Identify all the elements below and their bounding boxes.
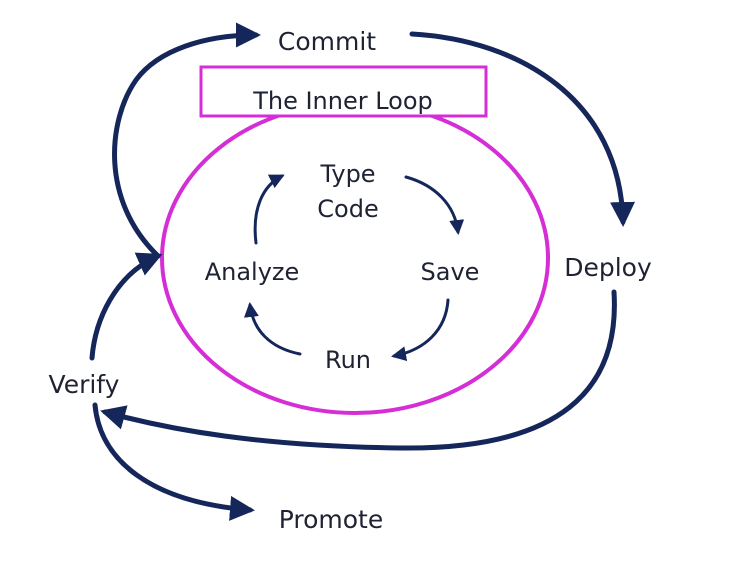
- arrow-typecode-to-save: [404, 175, 465, 235]
- label-commit: Commit: [278, 27, 376, 56]
- label-promote: Promote: [279, 505, 384, 534]
- title-box: [199, 65, 488, 118]
- label-analyze: Analyze: [205, 258, 300, 286]
- label-run: Run: [325, 346, 371, 374]
- arrow-run-to-analyze: [243, 302, 302, 356]
- diagram-title: The Inner Loop: [252, 87, 433, 115]
- label-verify: Verify: [49, 370, 120, 399]
- label-type-code-line2: Code: [317, 195, 378, 223]
- arrow-verify-to-promote: [92, 402, 255, 521]
- arrow-verify-to-inner: [89, 252, 163, 361]
- arrow-inner-to-commit: [112, 22, 261, 259]
- label-deploy: Deploy: [564, 253, 652, 282]
- arrow-save-to-run: [391, 298, 450, 362]
- label-save: Save: [421, 258, 480, 286]
- arrow-deploy-to-verify: [100, 289, 617, 451]
- arrow-analyze-to-typecode: [253, 174, 285, 245]
- label-type-code-line1: Type: [319, 160, 375, 188]
- arrow-commit-to-deploy: [409, 31, 635, 227]
